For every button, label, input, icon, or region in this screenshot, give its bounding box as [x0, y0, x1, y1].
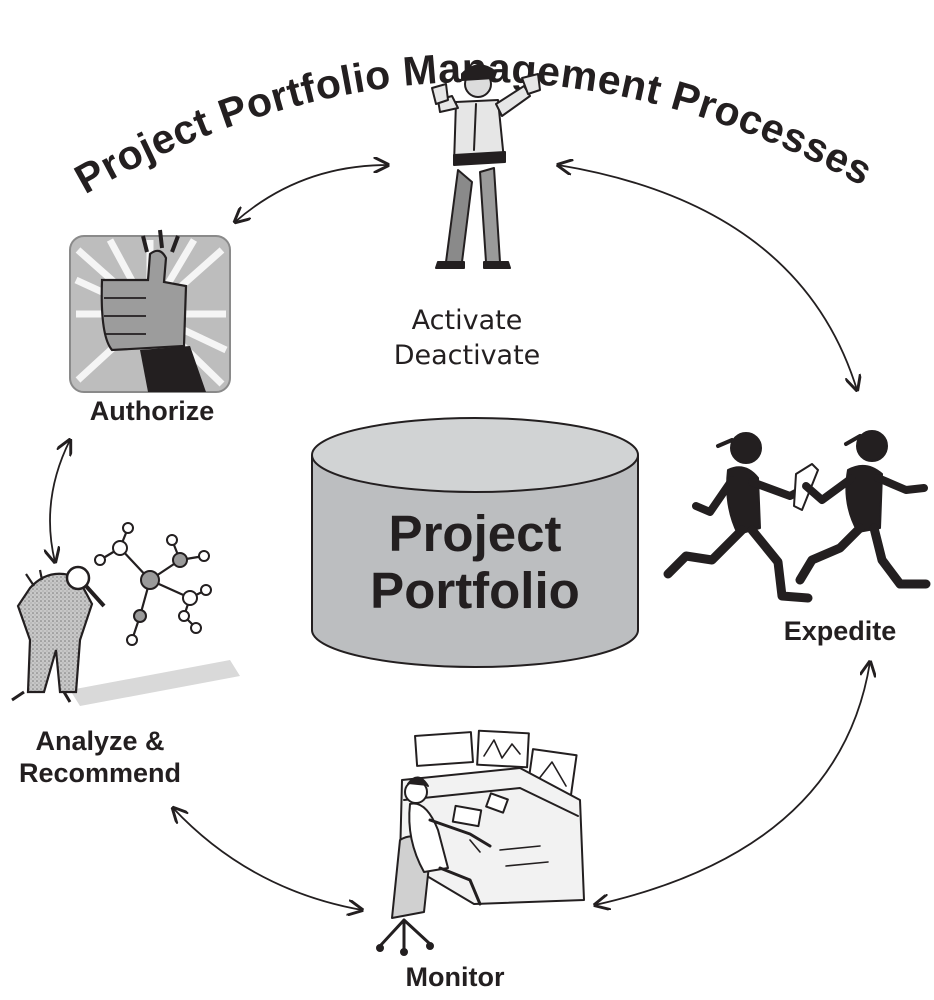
arrow-analyze-monitor	[173, 808, 362, 910]
activate-line: Activate	[411, 305, 523, 336]
arrow-monitor-expedite	[595, 662, 870, 905]
recommend-line: Recommend	[18, 757, 182, 788]
arrow-authorize-analyze	[50, 440, 70, 562]
arrow-authorize-activate	[235, 165, 388, 222]
center-line-project: Project	[388, 505, 562, 562]
arrow-activate-expedite	[558, 165, 857, 390]
analyze-recommend-label: Analyze & Recommend	[0, 726, 200, 790]
authorize-label: Authorize	[89, 396, 215, 426]
thumbs-up-icon	[69, 229, 231, 393]
analyze-line: Analyze &	[35, 726, 165, 756]
expedite-label: Expedite	[783, 616, 897, 646]
molecule-analyst-icon	[11, 522, 240, 706]
relay-runners-icon	[663, 430, 931, 603]
project-portfolio-cylinder	[311, 417, 639, 668]
activate-deactivate-label: Activate Deactivate	[372, 303, 562, 373]
control-desk-operator-icon	[376, 729, 585, 956]
deactivate-line: Deactivate	[393, 340, 541, 372]
center-line-portfolio: Portfolio	[370, 562, 580, 620]
project-portfolio-label: Project Portfolio	[312, 505, 638, 619]
traffic-officer-icon	[431, 64, 541, 269]
monitor-label: Monitor	[405, 962, 505, 992]
